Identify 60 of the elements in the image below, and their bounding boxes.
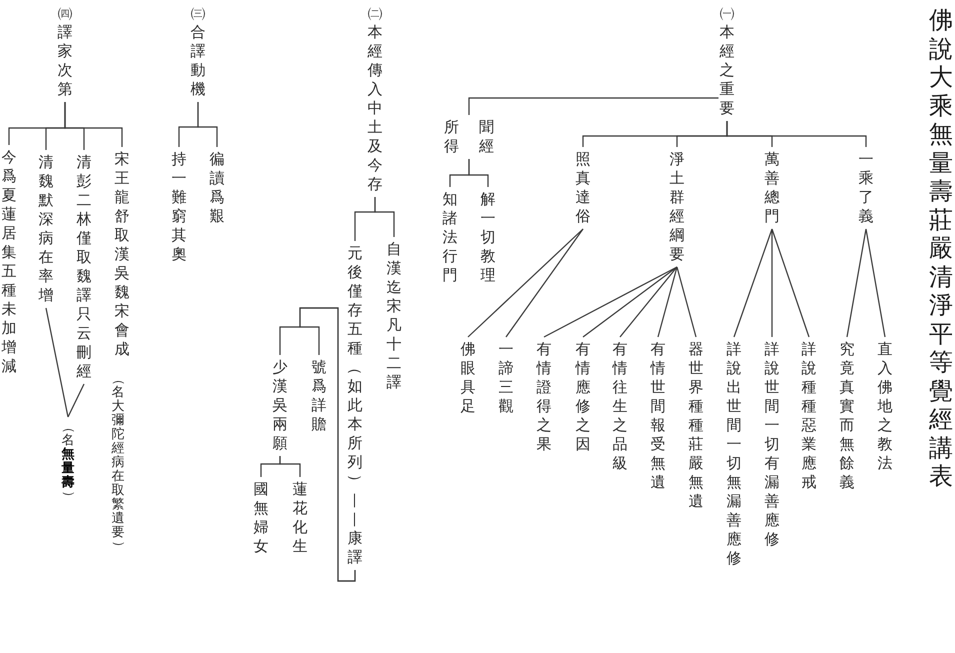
connector-line bbox=[846, 228, 867, 338]
section-heading: ㈠本經之重要 bbox=[720, 4, 734, 118]
tree-label: 清魏默深病在率增 bbox=[38, 153, 54, 305]
tree-label: 器世界種種莊嚴無遺 bbox=[688, 340, 704, 511]
tree-label: 直入佛地之教法 bbox=[878, 340, 892, 473]
note-text: （名大彌陀經病在取繁遺要） bbox=[112, 372, 124, 554]
note-label: （名無量壽） bbox=[62, 420, 74, 504]
connector-line bbox=[260, 456, 281, 477]
section-heading: ㈢合譯動機 bbox=[190, 4, 206, 99]
connector-line bbox=[582, 266, 678, 338]
connector-line bbox=[468, 228, 584, 338]
connector-line bbox=[771, 228, 810, 338]
section-heading: ㈡本經傳入中土及今存 bbox=[368, 4, 382, 194]
connector-line bbox=[676, 266, 697, 338]
tree-label: 一諦三觀 bbox=[498, 340, 514, 416]
tree-label: 詳說出世間一切無漏善應修 bbox=[726, 340, 742, 568]
connector-line bbox=[582, 121, 728, 147]
tree-label: 有情世間報受無遺 bbox=[650, 340, 666, 492]
tree-label: 佛眼具足 bbox=[460, 340, 476, 416]
connector-line bbox=[657, 266, 678, 338]
tree-label: 萬善總門 bbox=[764, 150, 780, 226]
tree-label: 照真達俗 bbox=[576, 150, 590, 226]
connector-line bbox=[178, 102, 199, 147]
tree-label: 聞經所得 bbox=[444, 118, 494, 156]
connector-line bbox=[865, 228, 886, 338]
tree-label: 國無婦女 bbox=[254, 480, 268, 556]
connector-line bbox=[449, 159, 470, 187]
tree-label: 有情應修之因 bbox=[576, 340, 590, 454]
tree-label: 詳說種種惡業應戒 bbox=[802, 340, 816, 492]
connector-line bbox=[45, 308, 69, 418]
tree-label: 一乘了義 bbox=[858, 150, 874, 226]
tree-label: 解一切教理 bbox=[480, 190, 496, 285]
tree-label: 少漢吳兩願 bbox=[272, 358, 288, 453]
tree-label: 號爲詳贍 bbox=[312, 358, 326, 434]
connector-line bbox=[354, 197, 376, 241]
title: 佛說大乘無量壽莊嚴清淨平等覺經講表 bbox=[929, 6, 953, 490]
tree-label: 今爲夏蓮居集五種未加增減 bbox=[2, 148, 16, 376]
connector-line bbox=[544, 266, 678, 338]
tree-label: 蓮花化生 bbox=[292, 480, 308, 556]
connector-line bbox=[8, 102, 66, 145]
connector-line bbox=[771, 229, 773, 337]
tree-label: 究竟真實而無餘義 bbox=[840, 340, 854, 492]
connector-line bbox=[468, 97, 718, 115]
connector-line bbox=[733, 228, 773, 338]
tree-label: 宋王龍舒取漢吳魏宋會成 bbox=[114, 150, 130, 359]
tree-label: 自漢迄宋凡十二譯 bbox=[386, 240, 402, 392]
section-heading: ㈣譯家次第 bbox=[58, 4, 72, 99]
connector-line bbox=[620, 266, 678, 338]
tree-label: 知諸法行門 bbox=[442, 190, 458, 285]
connector-line bbox=[506, 228, 584, 338]
connector-line bbox=[279, 307, 356, 582]
tree-label: 淨土群經綱要 bbox=[670, 150, 684, 264]
connector-line bbox=[67, 384, 85, 418]
tree-label: 有情證得之果 bbox=[536, 340, 552, 454]
tree-label: 詳說世間一切有漏善應修 bbox=[764, 340, 780, 549]
tree-label: 清彭二林僅取魏譯只云刪經 bbox=[76, 153, 92, 381]
tree-label: 有情往生之品級 bbox=[612, 340, 628, 473]
tree-label: 持一難窮其奧 bbox=[172, 150, 186, 264]
tree-label: 徧讀爲艱 bbox=[210, 150, 224, 226]
tree-label: 元後僅存五種（如此本所列）——康譯 bbox=[348, 244, 362, 567]
